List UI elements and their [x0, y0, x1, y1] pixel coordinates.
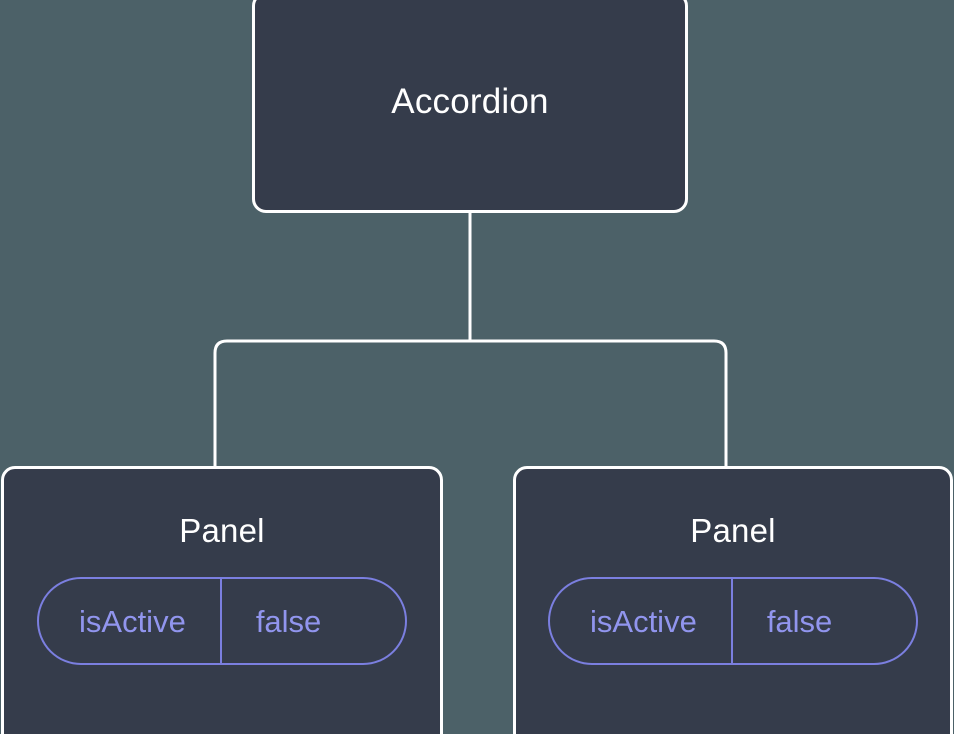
node-accordion-label: Accordion	[391, 82, 549, 122]
prop-pill-2-key: isActive	[590, 603, 697, 639]
node-panel-2[interactable]: Panel isActive false	[513, 466, 953, 734]
node-panel-2-label: Panel	[690, 512, 776, 549]
prop-pill-1-key: isActive	[79, 603, 186, 639]
node-panel-1[interactable]: Panel isActive false	[1, 466, 443, 734]
prop-pill-2[interactable]: isActive false	[548, 577, 918, 666]
edge-to-left-panel	[213, 339, 470, 470]
node-panel-1-label: Panel	[179, 512, 265, 549]
edge-to-right-panel	[470, 339, 728, 470]
prop-pill-1[interactable]: isActive false	[37, 577, 407, 666]
prop-pill-2-divider	[730, 579, 733, 664]
node-accordion[interactable]: Accordion	[252, 0, 688, 213]
prop-pill-1-value: false	[255, 603, 322, 639]
prop-pill-2-value: false	[766, 603, 833, 639]
prop-pill-1-divider	[219, 579, 222, 664]
